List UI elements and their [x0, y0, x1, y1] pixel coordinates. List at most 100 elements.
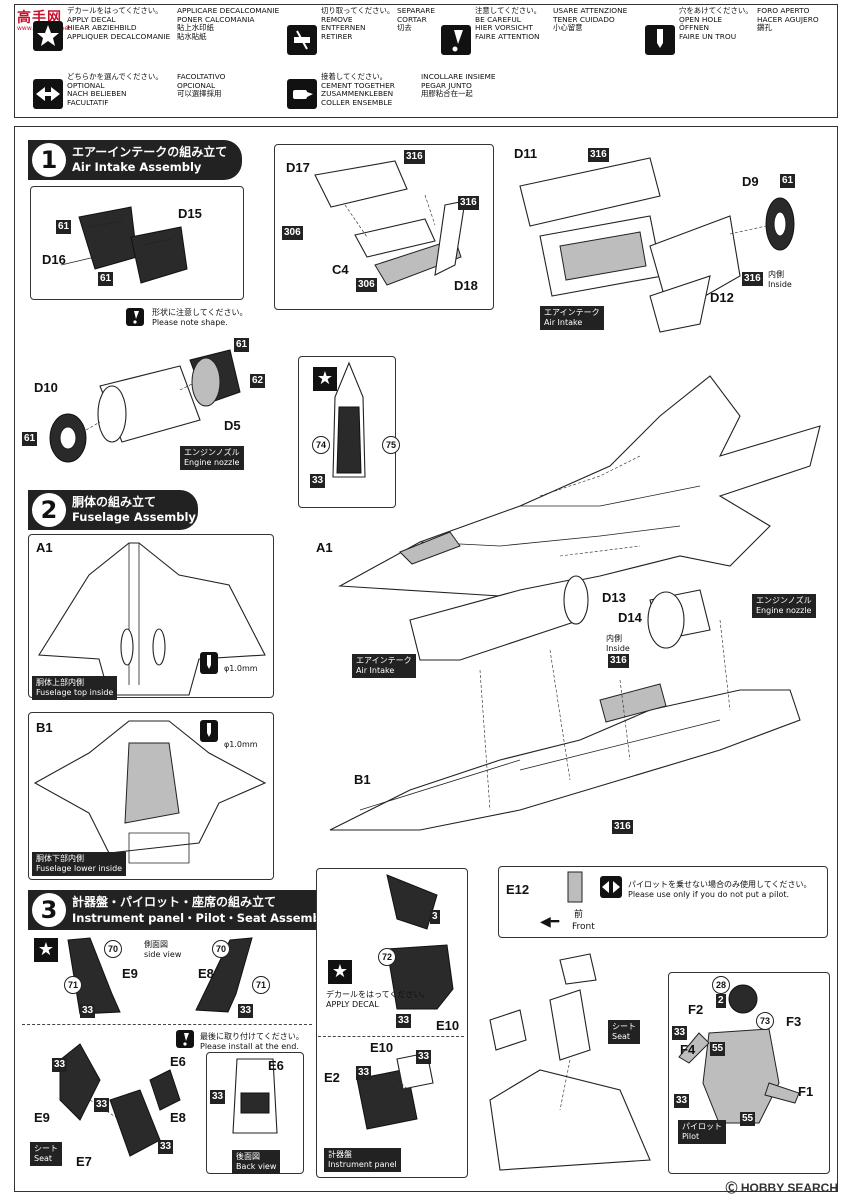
part-badge-316: 316 — [612, 820, 633, 834]
watermark: Ⓒ HOBBY SEARCH — [725, 1181, 838, 1195]
d15-d16-drawing — [60, 206, 188, 284]
label-e7: E7 — [76, 1154, 92, 1169]
part-badge-61: 61 — [234, 338, 250, 352]
label-d17: D17 — [286, 160, 310, 175]
caution-icon — [441, 25, 471, 55]
part-badge-33: 33 — [416, 1050, 432, 1064]
label-e6: E6 — [268, 1058, 284, 1073]
step2-title-en: Fuselage Assembly — [72, 510, 196, 524]
part-badge-316: 316 — [588, 148, 609, 162]
decal-70: 70 — [212, 940, 230, 958]
seat-caption: シート Seat — [30, 1142, 62, 1166]
drill-hole-icon — [645, 25, 675, 55]
engine-nozzle-assembly-drawing — [49, 349, 241, 463]
label-e10: E10 — [370, 1040, 394, 1055]
label-f1: F1 — [798, 1084, 814, 1099]
note-shape: 形状に注意してください。 Please note shape. — [152, 308, 248, 327]
label-e9: E9 — [34, 1110, 50, 1125]
side-view-note: 側面図 side view — [144, 940, 182, 959]
label-e2: E2 — [324, 1070, 340, 1085]
air-intake-caption: エアインテーク Air Intake — [352, 654, 416, 678]
label-e6: E6 — [170, 1054, 186, 1069]
part-badge-33: 33 — [52, 1058, 68, 1072]
intake-duct-detail-box — [274, 144, 494, 310]
seat-back-view-drawing — [232, 1058, 278, 1134]
step1-header: 1 エアーインテークの組み立て Air Intake Assembly — [28, 140, 242, 180]
part-badge-316: 316 — [608, 654, 629, 668]
instruction-frame — [14, 126, 838, 1192]
star-icon — [33, 21, 63, 51]
part-badge-61: 61 — [780, 174, 796, 188]
star-icon: ★ — [34, 938, 58, 962]
label-e10: E10 — [436, 1018, 460, 1033]
part-badge-33: 33 — [94, 1098, 110, 1112]
inside-note: 内側 Inside — [606, 634, 630, 653]
decal-71: 71 — [252, 976, 270, 994]
d17-c4-d18-drawing — [314, 160, 466, 286]
decal-74: 74 — [312, 436, 330, 454]
part-badge-33: 33 — [672, 1026, 688, 1040]
part-badge-62: 62 — [250, 374, 266, 388]
label-d13: D13 — [602, 590, 626, 605]
back-view-caption: 後面図 Back view — [232, 1150, 281, 1174]
fuselage-assembly-drawing — [329, 575, 801, 831]
step3-title-en: Instrument panel・Pilot・Seat Assembly — [72, 911, 333, 925]
instrument-panel-drawing — [356, 874, 454, 1130]
decal-28: 28 — [712, 976, 730, 994]
part-badge-61: 61 — [98, 272, 114, 286]
label-c4: C4 — [332, 262, 349, 277]
legend-open-hole: 穴をあけてください。 OPEN HOLE ÖFFNEN FAIRE UN TRO… — [679, 6, 753, 41]
cockpit-decal-drawing — [332, 361, 366, 478]
drill-hole-icon — [200, 720, 218, 742]
decal-75: 75 — [382, 436, 400, 454]
legend-cement: 接着してください。 CEMENT TOGETHER ZUSAMMENKLEBEN… — [321, 72, 395, 107]
part-badge-316: 316 — [404, 150, 425, 164]
label-d10: D10 — [34, 380, 58, 395]
part-badge-306: 306 — [282, 226, 303, 240]
label-d14: D14 — [618, 610, 642, 625]
label-e8: E8 — [198, 966, 214, 981]
label-d18: D18 — [454, 278, 478, 293]
apply-decal-note: デカールをはってください。 APPLY DECAL — [326, 990, 430, 1009]
instrument-panel-detail-box — [316, 868, 468, 1178]
label-e8: E8 — [170, 1110, 186, 1125]
part-badge-3: 3 — [430, 910, 440, 924]
step1-title-jp: エアーインテークの組み立て — [72, 145, 228, 159]
part-badge-33: 33 — [356, 1066, 372, 1080]
star-icon: ★ — [313, 367, 337, 391]
label-e9: E9 — [122, 966, 138, 981]
label-e12: E12 — [506, 882, 530, 897]
label-d16: D16 — [42, 252, 66, 267]
fuselage-lower-inside-caption: 胴体下部内側 Fuselage lower inside — [32, 852, 127, 876]
part-badge-33: 33 — [158, 1140, 174, 1154]
step2-number: 2 — [32, 493, 66, 527]
label-f2: F2 — [688, 1002, 704, 1017]
part-badge-55: 55 — [740, 1112, 756, 1126]
part-badge-55: 55 — [710, 1042, 726, 1056]
legend-careful: 注意してください。 BE CAREFUL HIER VORSICHT FAIRE… — [475, 6, 542, 41]
legend-open-hole-2: FORO APERTO HACER AGUJERO 鑽孔 — [757, 6, 819, 33]
decal-71: 71 — [64, 976, 82, 994]
part-badge-33: 33 — [674, 1094, 690, 1108]
part-badge-61: 61 — [56, 220, 72, 234]
part-badge-316: 316 — [458, 196, 479, 210]
part-badge-33: 33 — [238, 1004, 254, 1018]
part-badge-33: 33 — [210, 1090, 226, 1104]
divider — [22, 1024, 312, 1025]
d15-d16-detail-box — [30, 186, 244, 300]
engine-nozzle-caption: エンジンノズル Engine nozzle — [180, 446, 244, 470]
legend-optional: どちらかを選んでください。 OPTIONAL NACH BELIEBEN FAC… — [67, 72, 163, 107]
front-arrow-icon: ◀━ — [540, 914, 560, 930]
part-badge-306: 306 — [356, 278, 377, 292]
air-intake-assembly-drawing — [519, 157, 795, 333]
aircraft-top-drawing — [338, 375, 821, 597]
glue-tube-icon — [287, 79, 317, 109]
step3-number: 3 — [32, 893, 66, 927]
front-label-jp: 前 — [574, 910, 584, 920]
label-b1: B1 — [354, 772, 371, 787]
front-label-en: Front — [572, 922, 595, 932]
seat-caption: シート Seat — [608, 1020, 640, 1044]
pilot-caption: パイロット Pilot — [678, 1120, 726, 1144]
cut-icon — [287, 25, 317, 55]
seat-assembly-drawing — [59, 1043, 181, 1157]
